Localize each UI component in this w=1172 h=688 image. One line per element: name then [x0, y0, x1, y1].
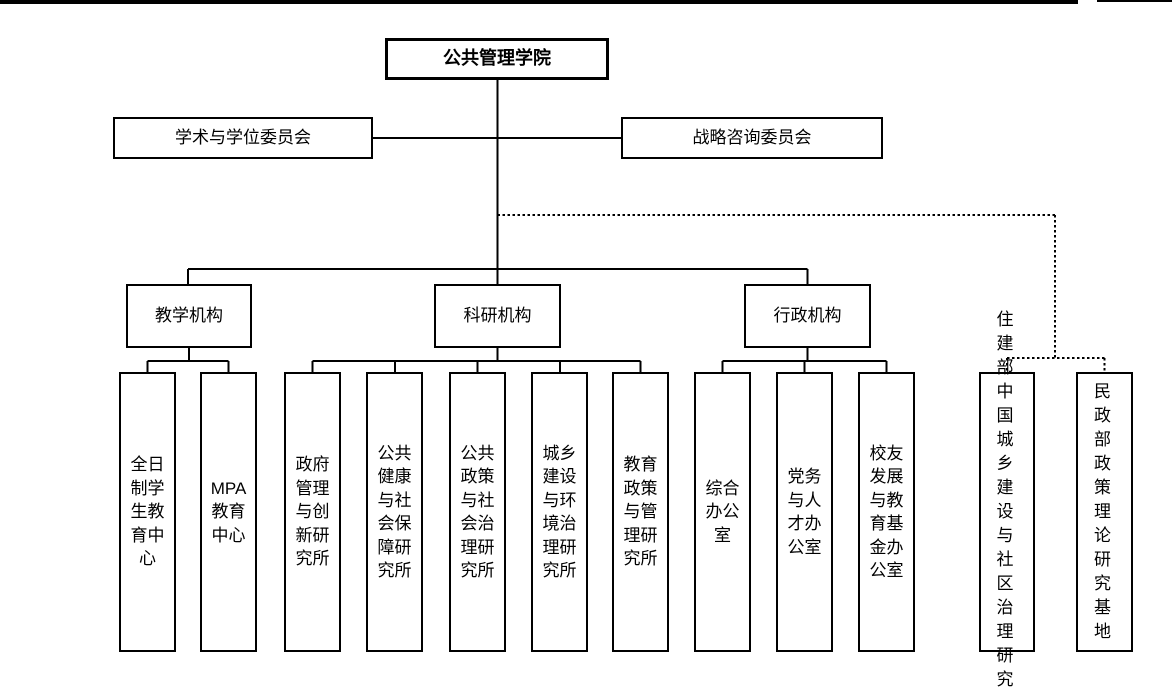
office-party-affairs-talent: 党务 与人 才办 公室 — [776, 372, 833, 652]
inst-urban-rural-environment-governance: 城乡 建设 与环 境治 理研 究所 — [531, 372, 588, 652]
affiliate-mohurd-rural-community-governance-institute: 住建 部中 国城 乡建 设与 社区 治理 研究 院 — [979, 310, 1035, 688]
branch-teaching-institutions: 教学机构 — [126, 284, 252, 348]
dotted-connectors — [497, 214, 1106, 372]
dept-fulltime-student-education-center: 全日 制学 生教 育中 心 — [119, 372, 176, 652]
office-alumni-development-education-fund: 校友 发展 与教 育基 金办 公室 — [858, 372, 915, 652]
inst-government-management-innovation: 政府 管理 与创 新研 究所 — [284, 372, 341, 652]
office-general: 综合 办公 室 — [694, 372, 751, 652]
page-top-border — [0, 0, 1078, 4]
root-box-school-of-public-administration: 公共管理学院 — [385, 38, 609, 80]
branch-research-institutions: 科研机构 — [434, 284, 561, 348]
inst-education-policy-management: 教育 政策 与管 理研 究所 — [612, 372, 669, 652]
affiliate-mca-policy-theory-research-base: 民政 部政 策理 论研 究基 地 — [1076, 372, 1133, 652]
committee-academic-degree: 学术与学位委员会 — [113, 117, 373, 159]
branch-administrative-institutions: 行政机构 — [744, 284, 871, 348]
solid-connectors — [146, 80, 888, 372]
page-top-border-right — [1097, 0, 1172, 2]
dept-mpa-education-center: MPA 教育 中心 — [200, 372, 257, 652]
inst-public-policy-social-governance: 公共 政策 与社 会治 理研 究所 — [449, 372, 506, 652]
inst-public-health-social-security: 公共 健康 与社 会保 障研 究所 — [366, 372, 423, 652]
committee-strategic-advisory: 战略咨询委员会 — [621, 117, 883, 159]
